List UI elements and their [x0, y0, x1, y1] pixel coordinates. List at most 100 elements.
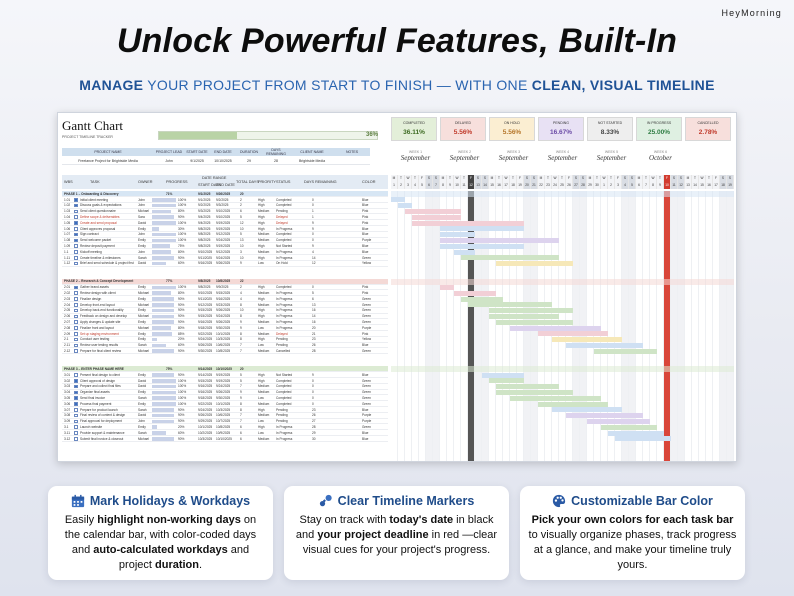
task-checkbox[interactable] — [74, 326, 78, 330]
task-checkbox[interactable] — [74, 384, 78, 389]
task-checkbox[interactable] — [74, 408, 78, 412]
gantt-bar — [440, 238, 559, 243]
task-checkbox[interactable] — [74, 413, 78, 418]
task-checkbox[interactable] — [74, 332, 78, 336]
project-cell[interactable]: 28 — [274, 158, 278, 163]
task-checkbox[interactable] — [74, 303, 78, 307]
task-checkbox[interactable] — [74, 314, 78, 319]
task-checkbox[interactable] — [74, 437, 78, 441]
task-checkbox[interactable] — [74, 244, 78, 248]
task-checkbox[interactable] — [74, 227, 78, 231]
task-checkbox[interactable] — [74, 343, 78, 348]
task-checkbox[interactable] — [74, 198, 78, 202]
task-checkbox[interactable] — [74, 215, 78, 219]
phase-label: PHASE 2 – Research & Concept Development — [64, 279, 134, 284]
task-checkbox[interactable] — [74, 379, 78, 383]
task-progress-bar — [152, 396, 176, 400]
task-checkbox[interactable] — [74, 337, 78, 342]
task-checkbox[interactable] — [74, 320, 78, 324]
task-checkbox[interactable] — [74, 402, 78, 406]
task-checkbox[interactable] — [74, 256, 78, 260]
task-checkbox[interactable] — [74, 425, 78, 429]
task-checkbox[interactable] — [74, 250, 78, 254]
task-checkbox[interactable] — [74, 396, 78, 400]
task-checkbox[interactable] — [74, 419, 78, 424]
phase-row[interactable]: PHASE 2 – Research & Concept Development… — [62, 278, 388, 285]
project-cell[interactable]: 29 — [247, 158, 251, 163]
task-checkbox[interactable] — [74, 238, 78, 243]
task-checkbox[interactable] — [74, 297, 78, 301]
project-info-row[interactable]: Freelance Project for Brightside Media Jo… — [62, 157, 370, 165]
day-number: 18 — [511, 183, 515, 187]
task-checkbox[interactable] — [74, 261, 78, 266]
day-letter: T — [694, 176, 696, 180]
task-color: Green — [362, 425, 371, 430]
project-cell[interactable]: 10/10/2025 — [214, 158, 232, 163]
task-checkbox[interactable] — [74, 373, 78, 377]
task-wbs: 3.02 — [64, 378, 71, 383]
task-checkbox[interactable] — [74, 203, 78, 208]
task-checkbox[interactable] — [74, 232, 78, 237]
task-checkbox[interactable] — [74, 291, 78, 295]
task-checkbox[interactable] — [74, 209, 78, 214]
task-checkbox[interactable] — [74, 431, 78, 435]
task-task: Submit final invoice & closeout — [80, 436, 124, 441]
project-cell[interactable]: 9/1/2025 — [190, 158, 204, 163]
task-rem: 0 — [312, 378, 314, 383]
gantt-bar — [496, 319, 573, 325]
task-color: Blue — [362, 226, 369, 231]
task-rem: 0 — [312, 197, 314, 202]
task-checkbox[interactable] — [74, 221, 78, 225]
day-column — [454, 191, 461, 461]
project-cell[interactable]: Freelance Project for Brightside Media — [78, 158, 138, 163]
task-checkbox[interactable] — [74, 308, 78, 313]
task-checkbox[interactable] — [74, 390, 78, 395]
project-cell[interactable]: John — [165, 158, 173, 163]
task-checkbox[interactable] — [74, 285, 78, 290]
task-checkbox[interactable] — [74, 349, 78, 353]
task-rem: 4 — [312, 249, 314, 254]
project-cell[interactable]: Brightside Media — [298, 158, 326, 163]
